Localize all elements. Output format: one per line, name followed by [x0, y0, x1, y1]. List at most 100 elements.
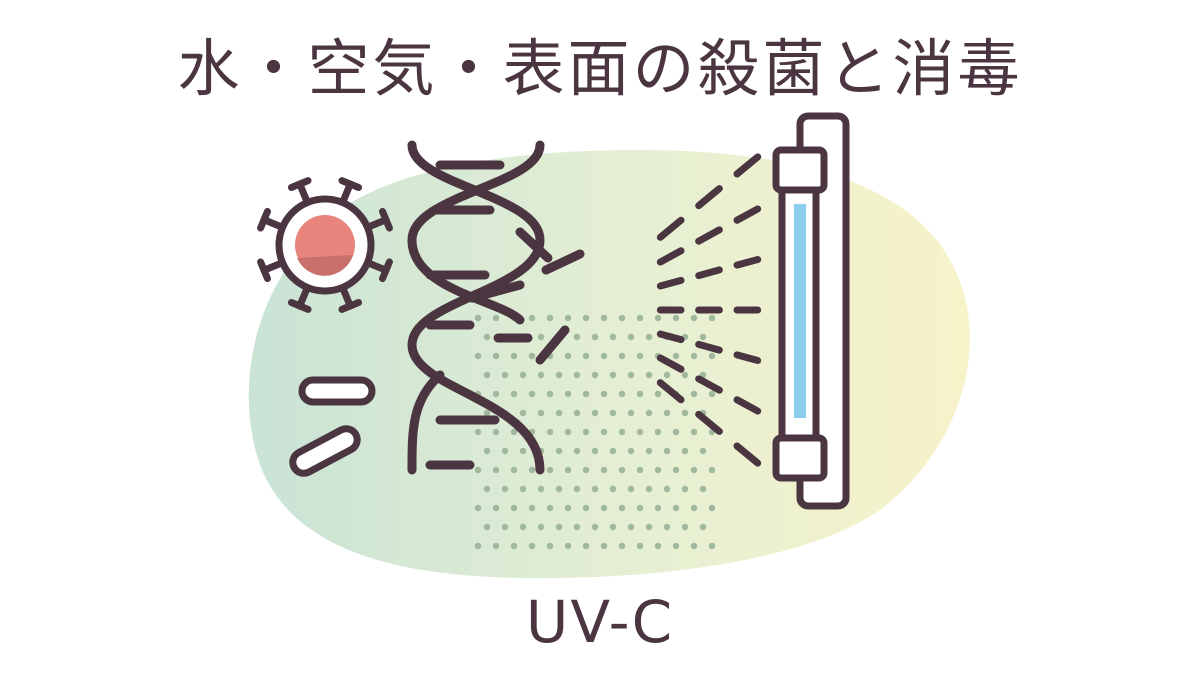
- dot: [672, 352, 680, 360]
- dot: [690, 314, 698, 322]
- dot: [636, 390, 644, 398]
- dot: [501, 485, 509, 493]
- dot: [564, 390, 572, 398]
- dot: [618, 428, 626, 436]
- virus-spike-cap: [379, 207, 393, 232]
- dot: [519, 409, 527, 417]
- dot: [636, 542, 644, 550]
- dot: [600, 542, 608, 550]
- dot: [618, 504, 626, 512]
- dot: [627, 333, 635, 341]
- dot: [600, 504, 608, 512]
- virus-spike-cap: [338, 299, 363, 313]
- dot: [573, 485, 581, 493]
- dot: [672, 542, 680, 550]
- dot: [609, 371, 617, 379]
- dot: [645, 485, 653, 493]
- dot: [708, 504, 716, 512]
- dot: [474, 504, 482, 512]
- dna-helix-icon: [407, 140, 585, 475]
- dot: [627, 523, 635, 531]
- dot: [618, 466, 626, 474]
- dot: [654, 542, 662, 550]
- dot: [672, 428, 680, 436]
- dot: [609, 409, 617, 417]
- dot: [528, 466, 536, 474]
- virus-spike-cap: [338, 177, 363, 191]
- dot: [681, 523, 689, 531]
- uv-ray-dash: [695, 340, 723, 354]
- dot: [627, 371, 635, 379]
- dot: [636, 504, 644, 512]
- uv-ray-dash: [733, 205, 762, 224]
- dot: [501, 371, 509, 379]
- dot-pattern: [474, 314, 716, 550]
- dot: [708, 390, 716, 398]
- dot: [663, 409, 671, 417]
- uv-ray-dash: [733, 396, 762, 415]
- dot: [555, 485, 563, 493]
- uv-ray-dash: [733, 442, 762, 467]
- dot: [537, 409, 545, 417]
- dot: [690, 428, 698, 436]
- dot: [573, 333, 581, 341]
- dot: [528, 352, 536, 360]
- dot: [510, 542, 518, 550]
- dot: [627, 447, 635, 455]
- dot: [474, 466, 482, 474]
- dot: [546, 466, 554, 474]
- dot: [681, 447, 689, 455]
- dot: [519, 485, 527, 493]
- dot: [609, 485, 617, 493]
- dot: [537, 371, 545, 379]
- dot: [690, 542, 698, 550]
- dot: [483, 409, 491, 417]
- dot: [609, 333, 617, 341]
- dot: [510, 466, 518, 474]
- virus-spike-cap: [287, 299, 312, 313]
- dot: [600, 466, 608, 474]
- dot: [474, 314, 482, 322]
- dot: [672, 314, 680, 322]
- dot: [546, 390, 554, 398]
- dot: [483, 371, 491, 379]
- dot: [591, 485, 599, 493]
- uv-ray-dash: [695, 185, 723, 210]
- dot: [573, 371, 581, 379]
- dot: [645, 409, 653, 417]
- uv-ray-dash: [656, 216, 685, 241]
- dot: [546, 428, 554, 436]
- dot: [483, 523, 491, 531]
- dot: [708, 542, 716, 550]
- dot: [591, 447, 599, 455]
- uv-ray-dash: [656, 379, 685, 404]
- dot: [555, 371, 563, 379]
- dot: [600, 390, 608, 398]
- uv-lamp-icon: [772, 112, 850, 510]
- dot: [483, 447, 491, 455]
- dot: [537, 333, 545, 341]
- virus-spike-cap: [287, 177, 312, 191]
- dot: [564, 504, 572, 512]
- uv-ray-dash: [733, 255, 762, 269]
- dot: [654, 428, 662, 436]
- dot: [663, 371, 671, 379]
- dot: [663, 485, 671, 493]
- dot: [600, 428, 608, 436]
- page-title: 水・空気・表面の殺菌と消毒: [177, 32, 1023, 105]
- dot: [699, 523, 707, 531]
- dot: [645, 523, 653, 531]
- dot: [528, 542, 536, 550]
- dot: [609, 447, 617, 455]
- virus-spike-cap: [379, 258, 393, 283]
- dot: [690, 352, 698, 360]
- dot: [645, 371, 653, 379]
- dot: [492, 390, 500, 398]
- dot: [582, 466, 590, 474]
- dot: [564, 428, 572, 436]
- dot: [690, 390, 698, 398]
- dot: [492, 542, 500, 550]
- dot: [699, 447, 707, 455]
- dot: [627, 409, 635, 417]
- dot: [582, 542, 590, 550]
